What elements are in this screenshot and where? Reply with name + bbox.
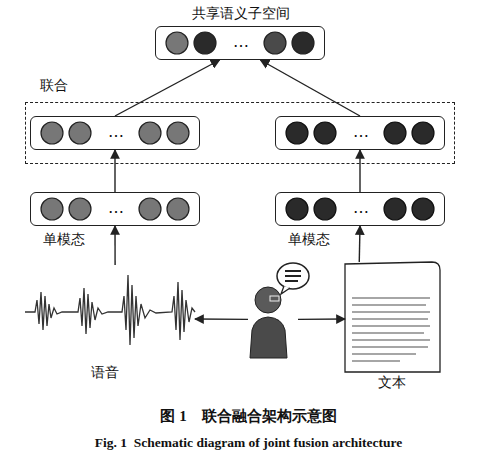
speech-node: 语音 — [25, 265, 195, 380]
figure-caption-english: Fig. 1 Schematic diagram of joint fusion… — [0, 435, 497, 451]
unimodal-box: 单模态… — [30, 192, 200, 226]
ellipsis: … — [346, 122, 376, 141]
ellipsis: … — [101, 198, 131, 217]
vector-circles — [286, 122, 434, 144]
figure-caption: 图 1 联合融合架构示意图 — [0, 407, 497, 426]
unimodal-box: 单模态… — [275, 192, 445, 226]
text-document — [345, 262, 440, 372]
joint-feature-box: … — [275, 116, 445, 150]
ellipsis: … — [346, 198, 376, 217]
speaker-node — [248, 266, 298, 358]
flow-arrow — [114, 226, 115, 265]
flow-arrow — [195, 318, 248, 320]
speaker-person — [250, 287, 287, 358]
text-node: 文本 — [345, 262, 440, 390]
box-title: 共享语义子空间 — [156, 5, 326, 22]
vector-circles — [41, 198, 189, 220]
speech-bubble — [277, 263, 309, 294]
flow-arrow — [298, 318, 345, 320]
modality-label: 语音 — [75, 364, 135, 381]
ellipsis: … — [226, 32, 256, 51]
joint-group: 联合…… — [25, 102, 455, 164]
vector-circles — [41, 122, 189, 144]
vector-circles — [286, 198, 434, 220]
flow-arrow — [114, 150, 115, 192]
flow-arrow — [359, 226, 361, 262]
group-label: 联合 — [40, 77, 80, 94]
flow-arrow — [115, 60, 220, 116]
box-label: 单模态 — [43, 231, 103, 248]
joint-feature-box: … — [30, 116, 200, 150]
speech-waveform — [25, 275, 195, 345]
shared-subspace-box: 共享语义子空间… — [155, 26, 325, 60]
vector-circles — [166, 32, 314, 54]
flow-arrow — [359, 150, 360, 192]
flow-arrow — [260, 60, 360, 116]
ellipsis: … — [101, 122, 131, 141]
modality-label: 文本 — [362, 374, 422, 391]
box-label: 单模态 — [288, 231, 348, 248]
